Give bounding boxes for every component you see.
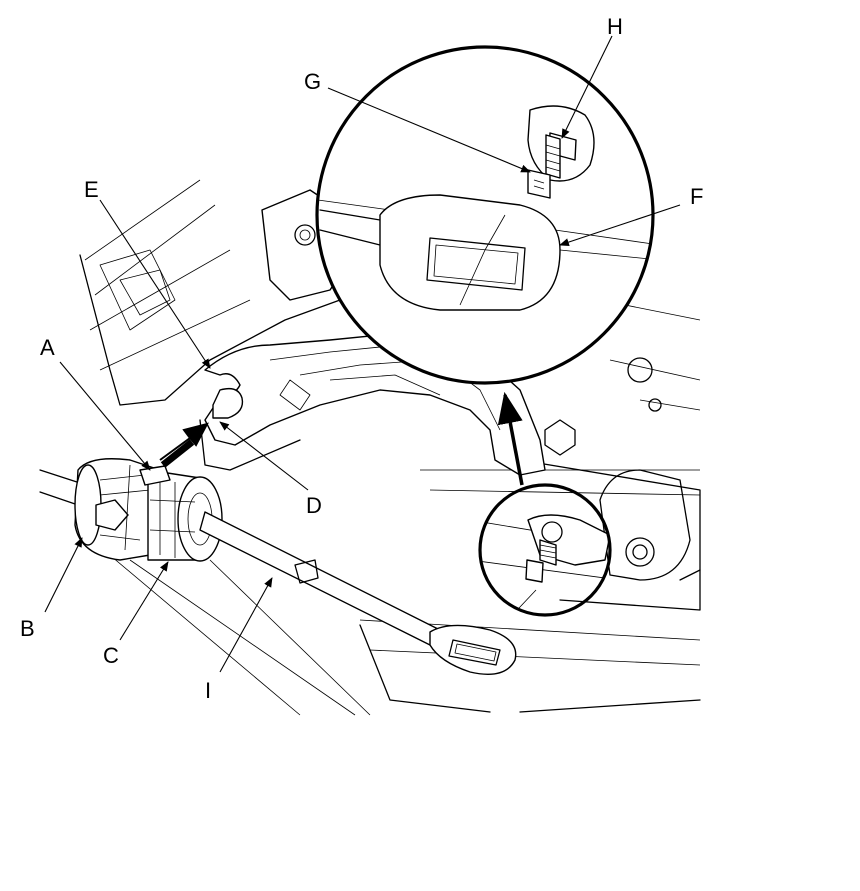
leader-lines — [44, 35, 681, 673]
callout-f: F — [690, 184, 703, 209]
callout-e: E — [84, 177, 99, 202]
magnified-detail-circle — [315, 45, 655, 385]
callout-h: H — [607, 14, 623, 39]
callout-g: G — [304, 69, 321, 94]
small-detail-circle — [478, 483, 612, 617]
callout-b: B — [20, 616, 35, 641]
callout-a: A — [40, 335, 55, 360]
magnify-arrow — [497, 391, 524, 486]
assembly-arrows — [159, 391, 524, 486]
callout-d: D — [306, 493, 322, 518]
callout-c: C — [103, 643, 119, 668]
vehicle-body-structure — [79, 179, 701, 716]
cable-assembly — [39, 458, 517, 675]
insert-direction-arrow — [159, 422, 209, 461]
callout-i: I — [205, 678, 211, 703]
